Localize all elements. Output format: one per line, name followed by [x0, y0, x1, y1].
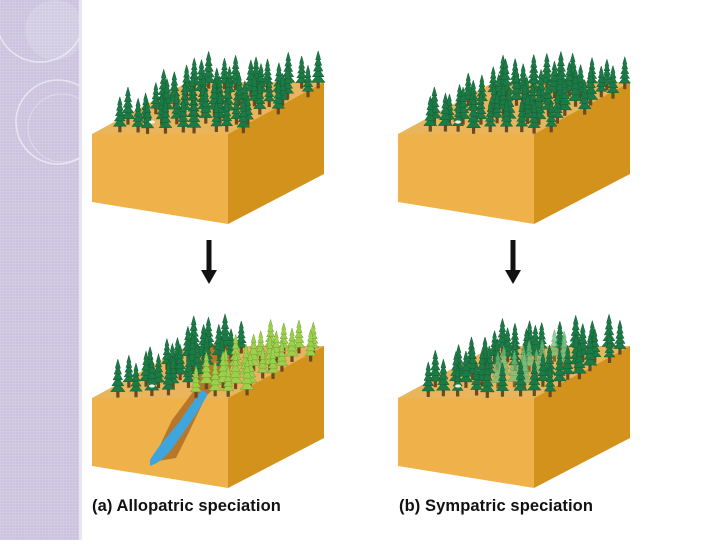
pine-tree-icon — [111, 359, 125, 397]
sympatric-result-block — [398, 314, 630, 488]
arrows-group — [201, 240, 521, 284]
ground-front — [398, 134, 534, 224]
ground-front — [92, 398, 228, 488]
ground-front — [398, 398, 534, 488]
sympatric-initial-block — [398, 51, 631, 224]
caption-sympatric: (b) Sympatric speciation — [399, 497, 593, 516]
ground-front — [92, 134, 228, 224]
allopatric-result-block — [92, 314, 324, 488]
caption-allopatric: (a) Allopatric speciation — [92, 497, 281, 516]
allopatric-initial-block — [92, 51, 325, 224]
down-arrow-icon — [505, 240, 521, 284]
down-arrow-icon — [201, 240, 217, 284]
